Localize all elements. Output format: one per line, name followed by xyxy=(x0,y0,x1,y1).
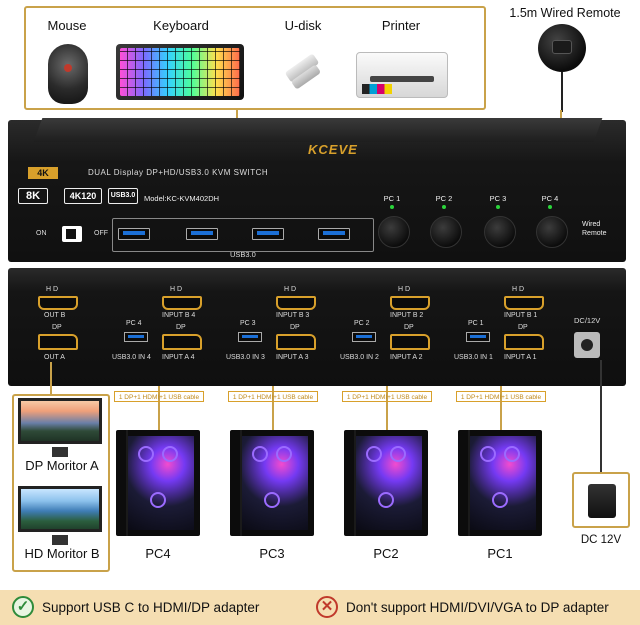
pc2-cable-line xyxy=(386,386,388,434)
output-connector-line xyxy=(50,362,52,396)
hdmi-in-port xyxy=(390,296,430,310)
pc4-cable-label: 1 DP+1 HDMI+1 USB cable xyxy=(114,391,204,402)
hdmi-out-port xyxy=(38,296,78,310)
pc4-button[interactable] xyxy=(536,216,568,248)
pc3-button[interactable] xyxy=(484,216,516,248)
dp-monitor-a-icon xyxy=(18,398,102,444)
pc4-tower-icon xyxy=(116,430,200,536)
pc1-cable-label: 1 DP+1 HDMI+1 USB cable xyxy=(456,391,546,402)
pc1-led xyxy=(390,205,394,209)
usb-in-port xyxy=(352,332,376,342)
hdmi-in-port xyxy=(504,296,544,310)
pc3-cable-line xyxy=(272,386,274,434)
pc4-label: PC 4 xyxy=(541,194,559,203)
hd-monitor-b-icon xyxy=(18,486,102,532)
usb3-chip: USB3.0 xyxy=(108,188,138,204)
model-label: Model:KC-KVM402DH xyxy=(144,194,220,203)
pc4-cable-line xyxy=(158,386,160,434)
keyboard-label: Keyboard xyxy=(153,18,209,33)
pc3-label: PC 3 xyxy=(489,194,507,203)
pc2-cable-label: 1 DP+1 HDMI+1 USB cable xyxy=(342,391,432,402)
usb-in-port xyxy=(238,332,262,342)
pc3-tower-icon xyxy=(230,430,314,536)
dc-jack-icon xyxy=(574,332,600,358)
8k-chip: 8K xyxy=(18,188,48,204)
pc2-tower-icon xyxy=(344,430,428,536)
pc3-led xyxy=(496,205,500,209)
pc3-name: PC3 xyxy=(259,546,285,561)
check-icon: ✓ xyxy=(12,596,34,618)
dc-label: DC/12V xyxy=(574,316,601,325)
support-text: Support USB C to HDMI/DP adapter xyxy=(42,600,260,615)
pc1-tower-icon xyxy=(458,430,542,536)
pc2-name: PC2 xyxy=(373,546,399,561)
wired-remote-label: Wired Remote xyxy=(582,221,607,237)
wired-remote-icon xyxy=(538,24,586,72)
usb-port xyxy=(318,228,350,240)
udisk-label: U-disk xyxy=(284,18,322,33)
dp-monitor-a-label: DP Moritor A xyxy=(25,458,99,473)
udisk-icon xyxy=(281,48,325,92)
dc-adapter-label: DC 12V xyxy=(580,534,622,546)
on-label: ON xyxy=(36,230,47,237)
usb3-label: USB3.0 xyxy=(230,250,256,259)
peripherals-panel: Mouse Keyboard U-disk Printer xyxy=(24,6,486,110)
power-switch[interactable] xyxy=(62,226,82,242)
input-group-pc3: PC 3 USB3.0 IN 3 H D INPUT B 3 DP INPUT … xyxy=(222,284,332,370)
pc1-button[interactable] xyxy=(378,216,410,248)
output-port-group: H D OUT B DP OUT A xyxy=(34,284,120,370)
pc3-cable-label: 1 DP+1 HDMI+1 USB cable xyxy=(228,391,318,402)
pc4-led xyxy=(548,205,552,209)
dp-in-port xyxy=(504,334,544,350)
brand-logo: KCEVE xyxy=(308,142,358,157)
usb-port xyxy=(252,228,284,240)
pc2-button[interactable] xyxy=(430,216,462,248)
printer-label: Printer xyxy=(381,18,421,33)
usb-port xyxy=(118,228,150,240)
product-title: DUAL Display DP+HD/USB3.0 KVM SWITCH xyxy=(88,168,269,177)
4k120-chip: 4K120 xyxy=(64,188,102,204)
remote-cable xyxy=(561,72,563,112)
mouse-icon xyxy=(48,44,88,104)
hdmi-in-port xyxy=(276,296,316,310)
4k-badge: 4K xyxy=(28,167,58,179)
input-group-pc4: PC 4 USB3.0 IN 4 H D INPUT B 4 DP INPUT … xyxy=(108,284,218,370)
monitors-panel xyxy=(12,394,110,572)
kvm-front-panel: KCEVE 4K DUAL Display DP+HD/USB3.0 KVM S… xyxy=(8,118,626,262)
kvm-back-panel: H D OUT B DP OUT A PC 4 USB3.0 IN 4 H D … xyxy=(8,268,626,386)
usb-port xyxy=(186,228,218,240)
input-group-pc1: PC 1 USB3.0 IN 1 H D INPUT B 1 DP INPUT … xyxy=(450,284,560,370)
usb-in-port xyxy=(124,332,148,342)
dc-adapter-icon xyxy=(588,484,616,518)
dp-out-port xyxy=(38,334,78,350)
pc1-name: PC1 xyxy=(487,546,513,561)
usb-port-frame xyxy=(112,218,374,252)
remote-label: 1.5m Wired Remote xyxy=(509,6,621,20)
dc-adapter-panel xyxy=(572,472,630,528)
dp-in-port xyxy=(390,334,430,350)
hdmi-in-port xyxy=(162,296,202,310)
dp-in-port xyxy=(276,334,316,350)
printer-icon xyxy=(356,46,448,104)
input-group-pc2: PC 2 USB3.0 IN 2 H D INPUT B 2 DP INPUT … xyxy=(336,284,446,370)
pc2-led xyxy=(442,205,446,209)
pc1-label: PC 1 xyxy=(383,194,401,203)
usb-in-port xyxy=(466,332,490,342)
dp-in-port xyxy=(162,334,202,350)
pc2-label: PC 2 xyxy=(435,194,453,203)
dc-cable xyxy=(600,360,602,472)
keyboard-icon xyxy=(116,44,244,100)
off-label: OFF xyxy=(94,230,108,237)
mouse-label: Mouse xyxy=(47,18,87,33)
pc4-name: PC4 xyxy=(145,546,171,561)
pc1-cable-line xyxy=(500,386,502,434)
cross-icon: ✕ xyxy=(316,596,338,618)
no-support-text: Don't support HDMI/DVI/VGA to DP adapter xyxy=(346,600,609,615)
hd-monitor-b-label: HD Moritor B xyxy=(24,546,100,561)
